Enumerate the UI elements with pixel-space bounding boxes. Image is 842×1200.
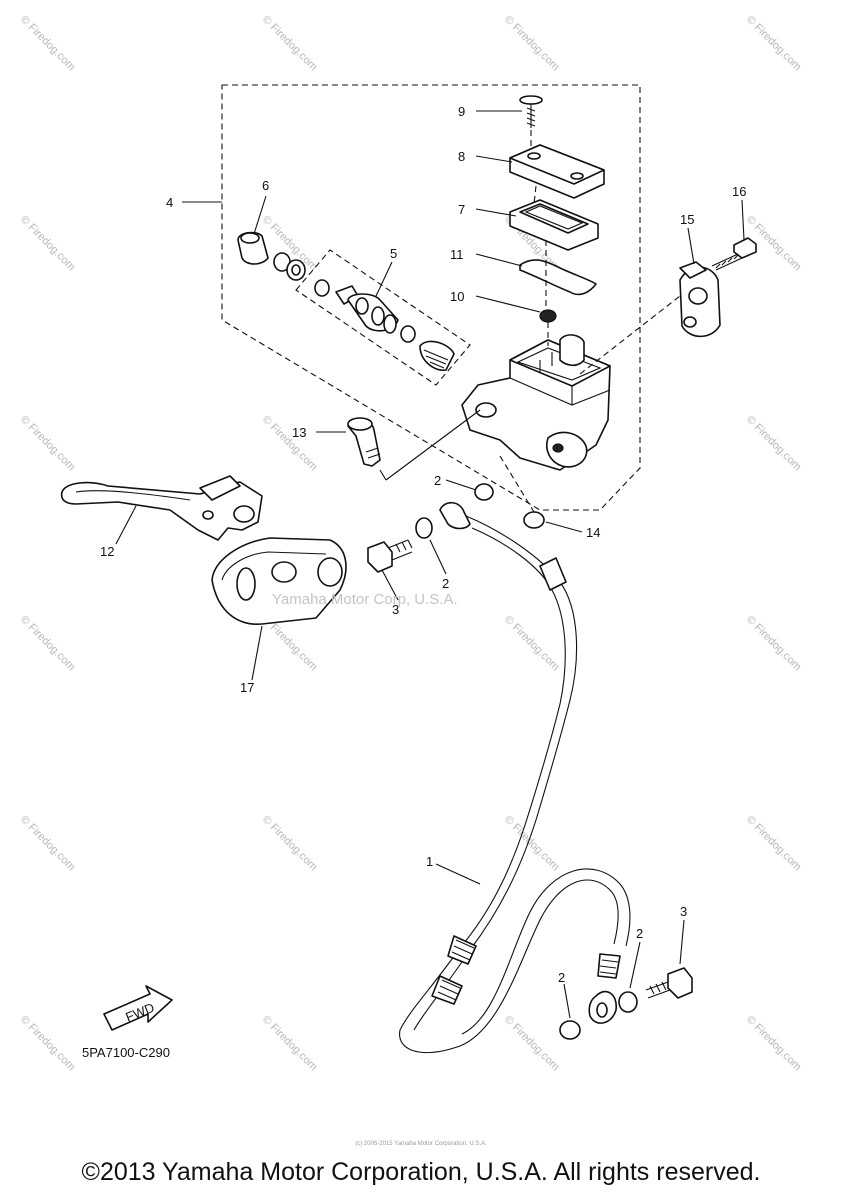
callout-16: 16 xyxy=(732,184,746,199)
callout-14: 14 xyxy=(586,525,600,540)
callout-15: 15 xyxy=(680,212,694,227)
watermark-2-0: © Firedog.com xyxy=(18,414,78,474)
watermark-0-0: © Firedog.com xyxy=(18,14,78,74)
watermark-2-3: © Firedog.com xyxy=(744,414,804,474)
watermark-5-3: © Firedog.com xyxy=(744,1014,804,1074)
callout-3-upper: 3 xyxy=(392,602,399,617)
reservoir-cap-part-8 xyxy=(509,144,605,199)
watermark-4-1: © Firedog.com xyxy=(260,814,320,874)
callout-13: 13 xyxy=(292,425,306,440)
gasket-part-2-lower-a xyxy=(559,1020,581,1040)
plug-part-10 xyxy=(539,309,557,323)
diagram-code: 5PA7100-C290 xyxy=(82,1045,170,1060)
watermark-4-0: © Firedog.com xyxy=(18,814,78,874)
callout-4: 4 xyxy=(166,195,173,210)
screw-part-9 xyxy=(519,95,543,128)
callout-17: 17 xyxy=(240,680,254,695)
callout-9: 9 xyxy=(458,104,465,119)
lever-cover-part-17 xyxy=(211,537,347,625)
callout-2-upper-left: 2 xyxy=(442,576,449,591)
piston-kit-part-5 xyxy=(314,279,455,371)
callout-2-lower-left: 2 xyxy=(558,970,565,985)
watermark-4-3: © Firedog.com xyxy=(744,814,804,874)
watermark-0-3: © Firedog.com xyxy=(744,14,804,74)
union-bolt-part-3-upper xyxy=(367,539,413,573)
bracket-holder-part-15 xyxy=(679,261,721,338)
gasket-part-2-lower-b xyxy=(618,991,638,1013)
callout-10: 10 xyxy=(450,289,464,304)
callout-3-lower: 3 xyxy=(680,904,687,919)
watermark-0-2: © Firedog.com xyxy=(502,14,562,74)
bolt-part-16 xyxy=(711,237,757,271)
watermark-1-0: © Firedog.com xyxy=(18,214,78,274)
callout-8: 8 xyxy=(458,149,465,164)
callout-labels: 9 8 7 11 10 4 6 5 16 15 13 2 14 12 3 2 1… xyxy=(100,104,746,985)
diaphragm-plate-part-7 xyxy=(509,199,599,251)
dust-boot-part-6 xyxy=(237,231,306,281)
callout-12: 12 xyxy=(100,544,114,559)
callout-1: 1 xyxy=(426,854,433,869)
forward-arrow-icon: FWD xyxy=(103,985,173,1031)
callout-11: 11 xyxy=(450,247,464,262)
watermark-5-0: © Firedog.com xyxy=(18,1014,78,1074)
gasket-part-14 xyxy=(523,511,545,529)
gasket-part-2-upper-a xyxy=(415,517,433,539)
watermark-2-1: © Firedog.com xyxy=(260,414,320,474)
callout-5: 5 xyxy=(390,246,397,261)
watermark-5-1: © Firedog.com xyxy=(260,1014,320,1074)
watermark-3-3: © Firedog.com xyxy=(744,614,804,674)
callout-6: 6 xyxy=(262,178,269,193)
callout-2-upper-right: 2 xyxy=(434,473,441,488)
callout-2-lower-right: 2 xyxy=(636,926,643,941)
pivot-bolt-part-13 xyxy=(347,417,381,467)
brake-hose-part-1 xyxy=(399,501,631,1054)
copyright-notice: ©2013 Yamaha Motor Corporation, U.S.A. A… xyxy=(81,1158,761,1186)
gasket-part-2-upper-b xyxy=(474,483,494,501)
watermark-0-1: © Firedog.com xyxy=(260,14,320,74)
piston-kit-dashed-box xyxy=(295,249,471,386)
tiny-credit-text: (c) 2005-2015 Yamaha Motor Corporation, … xyxy=(355,1141,487,1147)
union-bolt-part-3-lower xyxy=(645,967,693,999)
master-cylinder-body xyxy=(461,334,611,471)
watermark-5-2: © Firedog.com xyxy=(502,1014,562,1074)
leader-lines xyxy=(115,110,745,1019)
center-watermark: Yamaha Motor Corp, U.S.A. xyxy=(272,591,458,608)
watermark-3-0: © Firedog.com xyxy=(18,614,78,674)
diaphragm-part-11 xyxy=(519,259,597,296)
watermark-3-2: © Firedog.com xyxy=(502,614,562,674)
brake-lever-part-12 xyxy=(60,475,263,541)
callout-7: 7 xyxy=(458,202,465,217)
